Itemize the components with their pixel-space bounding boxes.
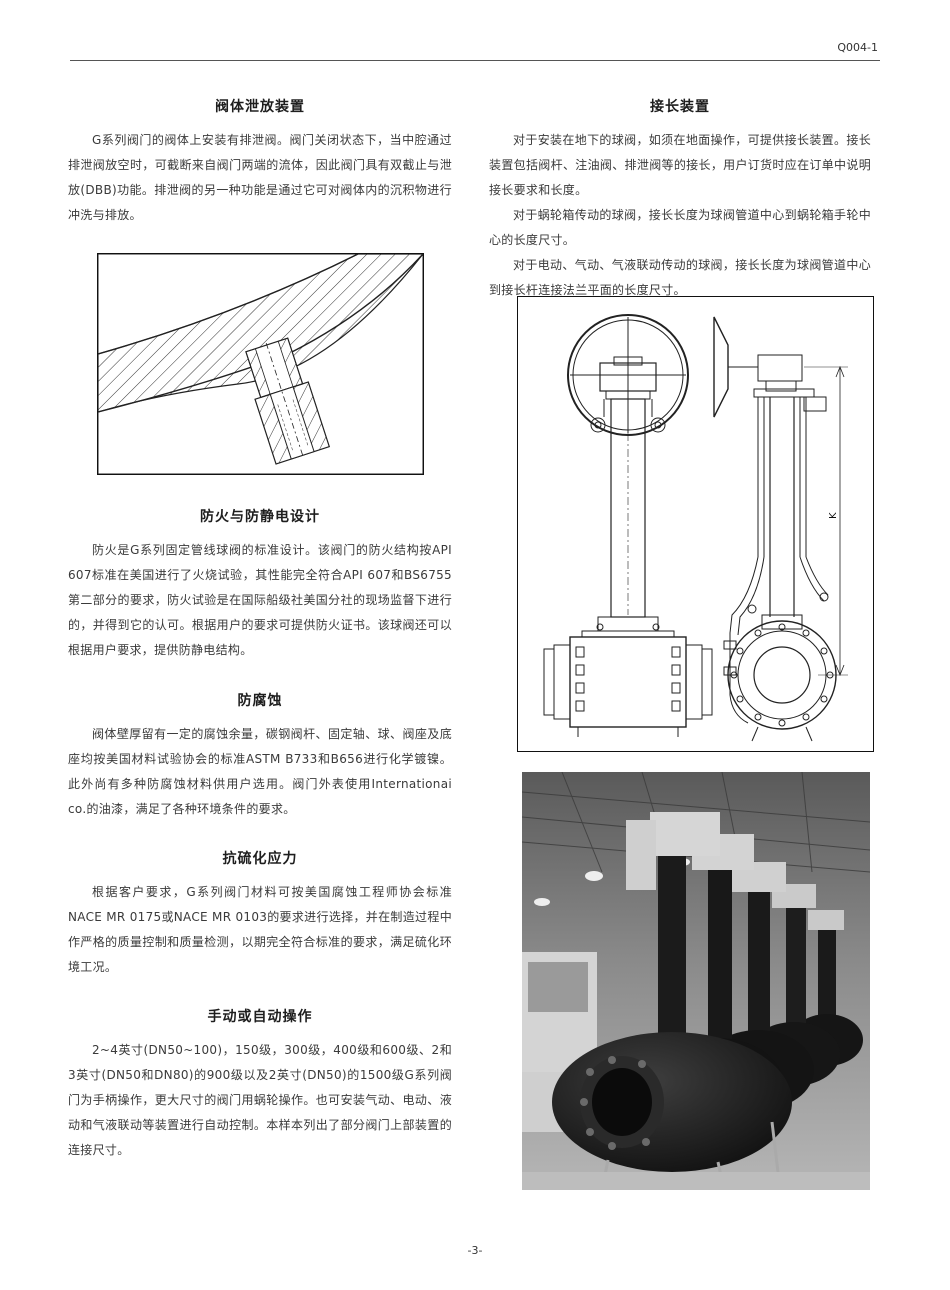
section-paragraph: 防火是G系列固定管线球阀的标准设计。该阀门的防火结构按API 607标准在美国进… bbox=[68, 543, 452, 657]
section-title: 阀体泄放装置 bbox=[215, 99, 305, 115]
section-title: 防腐蚀 bbox=[237, 693, 283, 709]
section-paragraph: 根据客户要求，G系列阀门材料可按美国腐蚀工程师协会标准NACE MR 0175或… bbox=[68, 885, 452, 974]
section-paragraph: 2~4英寸(DN50~100)，150级，300级，400级和600级、2和3英… bbox=[68, 1043, 452, 1157]
dimension-k-label: K bbox=[828, 512, 839, 519]
extension-valve-drawing: K bbox=[517, 296, 874, 752]
section-paragraph: 对于电动、气动、气液联动传动的球阀，接长长度为球阀管道中心到接长杆连接法兰平面的… bbox=[489, 258, 871, 297]
section-title: 手动或自动操作 bbox=[207, 1009, 313, 1025]
section-operation: 手动或自动操作 2~4英寸(DN50~100)，150级，300级，400级和6… bbox=[68, 1006, 452, 1163]
section-title: 抗硫化应力 bbox=[222, 851, 298, 867]
section-drain: 阀体泄放装置 G系列阀门的阀体上安装有排泄阀。阀门关闭状态下，当中腔通过排泄阀放… bbox=[68, 96, 452, 228]
page-number: -3- bbox=[467, 1244, 483, 1257]
document-code: Q004-1 bbox=[837, 41, 878, 54]
section-paragraph: 阀体壁厚留有一定的腐蚀余量，碳钢阀杆、固定轴、球、阀座及底座均按美国材料试验协会… bbox=[68, 727, 452, 816]
section-title: 接长装置 bbox=[650, 99, 710, 115]
drain-valve-drawing bbox=[97, 253, 424, 475]
section-corrosion: 防腐蚀 阀体壁厚留有一定的腐蚀余量，碳钢阀杆、固定轴、球、阀座及底座均按美国材料… bbox=[68, 690, 452, 822]
section-paragraph: 对于安装在地下的球阀，如须在地面操作，可提供接长装置。接长装置包括阀杆、注油阀、… bbox=[489, 133, 871, 197]
section-paragraph: G系列阀门的阀体上安装有排泄阀。阀门关闭状态下，当中腔通过排泄阀放空时，可截断来… bbox=[68, 133, 452, 222]
section-extension: 接长装置 对于安装在地下的球阀，如须在地面操作，可提供接长装置。接长装置包括阀杆… bbox=[489, 96, 871, 303]
side-view bbox=[713, 316, 848, 742]
section-paragraph: 对于蜗轮箱传动的球阀，接长长度为球阀管道中心到蜗轮箱手轮中心的长度尺寸。 bbox=[489, 208, 871, 247]
section-fire: 防火与防静电设计 防火是G系列固定管线球阀的标准设计。该阀门的防火结构按API … bbox=[68, 506, 452, 663]
section-title: 防火与防静电设计 bbox=[200, 509, 320, 525]
factory-photo bbox=[522, 772, 870, 1190]
front-view bbox=[543, 314, 713, 737]
section-sulfide: 抗硫化应力 根据客户要求，G系列阀门材料可按美国腐蚀工程师协会标准NACE MR… bbox=[68, 848, 452, 980]
header-rule bbox=[70, 60, 880, 61]
